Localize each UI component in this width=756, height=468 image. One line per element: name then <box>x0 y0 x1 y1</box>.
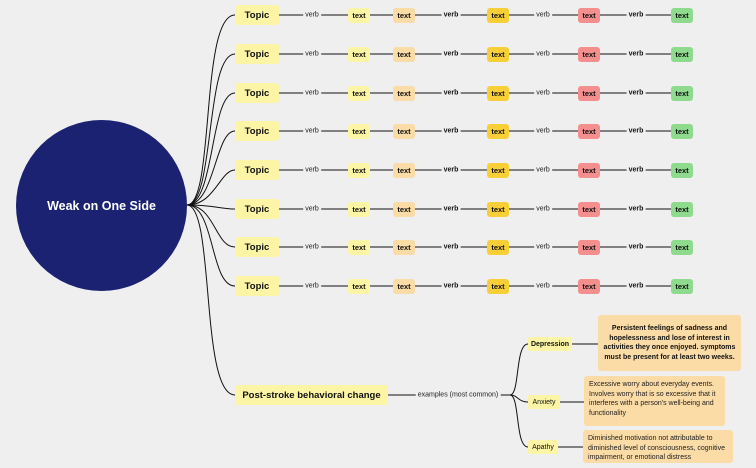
anxiety-node[interactable]: Anxiety <box>528 395 560 409</box>
verb-label: verb <box>303 242 321 252</box>
topic-node[interactable]: Topic <box>235 44 279 64</box>
text-node[interactable]: text <box>671 240 693 255</box>
text-node[interactable]: text <box>348 202 370 217</box>
text-node[interactable]: text <box>348 279 370 294</box>
text-node[interactable]: text <box>578 124 600 139</box>
text-node[interactable]: text <box>578 279 600 294</box>
text-node[interactable]: text <box>487 279 509 294</box>
topic-node[interactable]: Topic <box>235 5 279 25</box>
text-node[interactable]: text <box>393 163 415 178</box>
verb-label: verb <box>303 88 321 98</box>
verb-label: verb <box>441 10 461 20</box>
text-node[interactable]: text <box>393 279 415 294</box>
examples-link-label: examples (most common) <box>415 390 501 400</box>
topic-node[interactable]: Topic <box>235 121 279 141</box>
text-node[interactable]: text <box>348 47 370 62</box>
verb-label: verb <box>534 126 552 136</box>
central-topic[interactable]: Weak on One Side <box>16 120 187 291</box>
text-node[interactable]: text <box>393 240 415 255</box>
depression-description[interactable]: Persistent feelings of sadness and hopel… <box>598 315 741 371</box>
verb-label: verb <box>441 49 461 59</box>
text-node[interactable]: text <box>487 47 509 62</box>
topic-node[interactable]: Topic <box>235 276 279 296</box>
verb-label: verb <box>626 165 646 175</box>
verb-label: verb <box>626 88 646 98</box>
verb-label: verb <box>441 165 461 175</box>
verb-label: verb <box>303 10 321 20</box>
verb-label: verb <box>626 126 646 136</box>
text-node[interactable]: text <box>578 240 600 255</box>
verb-label: verb <box>626 281 646 291</box>
verb-label: verb <box>626 49 646 59</box>
verb-label: verb <box>626 242 646 252</box>
verb-label: verb <box>534 281 552 291</box>
verb-label: verb <box>534 88 552 98</box>
text-node[interactable]: text <box>578 202 600 217</box>
verb-label: verb <box>534 204 552 214</box>
text-node[interactable]: text <box>487 86 509 101</box>
text-node[interactable]: text <box>487 202 509 217</box>
text-node[interactable]: text <box>393 202 415 217</box>
text-node[interactable]: text <box>393 8 415 23</box>
post-stroke-topic[interactable]: Post-stroke behavioral change <box>235 385 388 405</box>
verb-label: verb <box>303 49 321 59</box>
text-node[interactable]: text <box>348 8 370 23</box>
verb-label: verb <box>441 126 461 136</box>
text-node[interactable]: text <box>578 163 600 178</box>
verb-label: verb <box>303 204 321 214</box>
verb-label: verb <box>626 10 646 20</box>
text-node[interactable]: text <box>393 124 415 139</box>
text-node[interactable]: text <box>348 240 370 255</box>
topic-node[interactable]: Topic <box>235 83 279 103</box>
verb-label: verb <box>303 281 321 291</box>
verb-label: verb <box>534 10 552 20</box>
text-node[interactable]: text <box>487 163 509 178</box>
text-node[interactable]: text <box>671 163 693 178</box>
verb-label: verb <box>534 165 552 175</box>
apathy-description[interactable]: Diminished motivation not attributable t… <box>583 430 733 463</box>
topic-node[interactable]: Topic <box>235 160 279 180</box>
text-node[interactable]: text <box>671 124 693 139</box>
verb-label: verb <box>626 204 646 214</box>
topic-node[interactable]: Topic <box>235 237 279 257</box>
text-node[interactable]: text <box>393 86 415 101</box>
text-node[interactable]: text <box>671 86 693 101</box>
text-node[interactable]: text <box>671 8 693 23</box>
text-node[interactable]: text <box>671 279 693 294</box>
topic-node[interactable]: Topic <box>235 199 279 219</box>
verb-label: verb <box>441 281 461 291</box>
text-node[interactable]: text <box>487 240 509 255</box>
text-node[interactable]: text <box>348 163 370 178</box>
depression-node[interactable]: Depression <box>528 337 572 351</box>
apathy-node[interactable]: Apathy <box>528 440 558 454</box>
text-node[interactable]: text <box>671 47 693 62</box>
text-node[interactable]: text <box>348 86 370 101</box>
text-node[interactable]: text <box>671 202 693 217</box>
text-node[interactable]: text <box>348 124 370 139</box>
verb-label: verb <box>534 49 552 59</box>
verb-label: verb <box>303 126 321 136</box>
verb-label: verb <box>534 242 552 252</box>
verb-label: verb <box>441 88 461 98</box>
depression-description-text: Persistent feelings of sadness and hopel… <box>603 325 736 361</box>
text-node[interactable]: text <box>578 47 600 62</box>
verb-label: verb <box>303 165 321 175</box>
text-node[interactable]: text <box>487 8 509 23</box>
text-node[interactable]: text <box>578 86 600 101</box>
text-node[interactable]: text <box>578 8 600 23</box>
text-node[interactable]: text <box>393 47 415 62</box>
verb-label: verb <box>441 204 461 214</box>
text-node[interactable]: text <box>487 124 509 139</box>
central-topic-label: Weak on One Side <box>47 198 156 213</box>
anxiety-description[interactable]: Excessive worry about everyday events. I… <box>584 376 725 426</box>
verb-label: verb <box>441 242 461 252</box>
